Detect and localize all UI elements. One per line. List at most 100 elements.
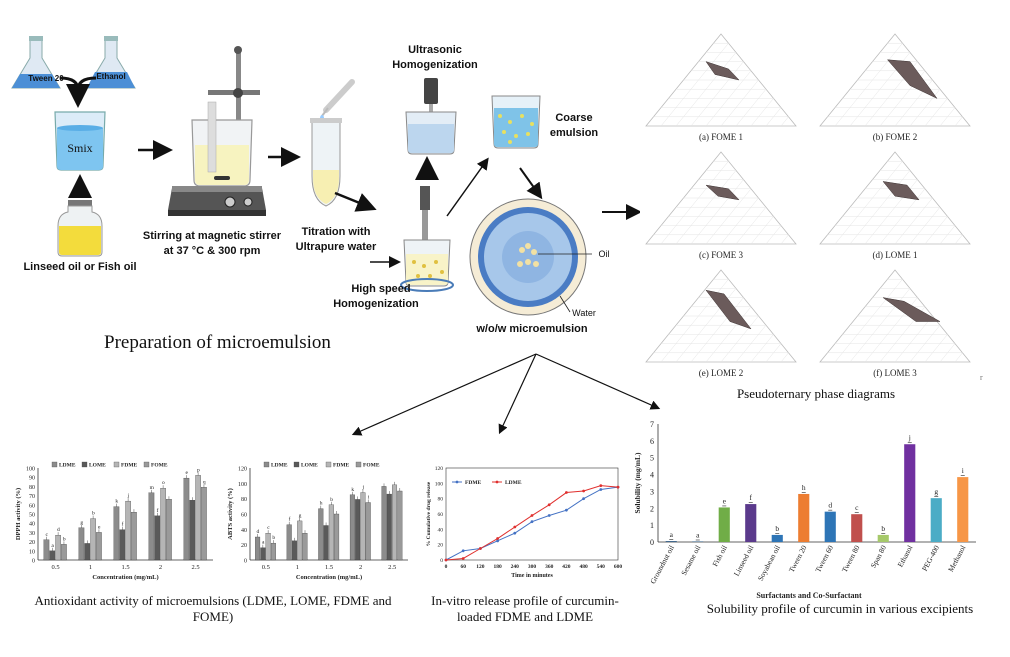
significance-letter: h xyxy=(320,501,323,507)
significance-letter: a xyxy=(670,530,674,539)
bar xyxy=(125,500,131,561)
phase-diagram-5: (e) LOME 2 xyxy=(645,269,797,378)
y-tick-label: 90 xyxy=(29,476,35,482)
significance-letter: e xyxy=(98,524,101,530)
x-axis-title: Surfactants and Co-Surfactant xyxy=(756,591,862,600)
x-tick-label: 180 xyxy=(493,564,502,570)
x-tick-label: 0 xyxy=(445,564,448,570)
significance-letter: f xyxy=(157,507,159,514)
coarse-emulsion-beaker-icon xyxy=(491,95,541,149)
y-tick-label: 5 xyxy=(650,454,654,463)
x-axis-title: Concentration (mg/mL) xyxy=(296,574,362,581)
high-speed-label-2: Homogenization xyxy=(333,298,419,310)
significance-letter: g xyxy=(299,513,302,519)
ultrasonic-label-1: Ultrasonic xyxy=(408,44,462,56)
x-tick-label: Linseed oil xyxy=(732,544,756,578)
legend-label: FOME xyxy=(151,463,168,469)
titration-tube-icon xyxy=(310,79,355,207)
y-tick-label: 4 xyxy=(650,471,654,480)
legend-label: FDME xyxy=(465,480,482,486)
y-tick-label: 2 xyxy=(650,504,654,513)
y-tick-label: 80 xyxy=(29,485,35,491)
phase-diagram-label: (e) LOME 2 xyxy=(699,368,744,378)
x-tick-label: 360 xyxy=(545,564,554,570)
ethanol-flask-icon xyxy=(86,36,136,89)
bar xyxy=(166,499,172,561)
high-speed-label-1: High speed xyxy=(351,283,411,295)
phase-diagram-1: (a) FOME 1 xyxy=(645,33,797,142)
legend-label: FDME xyxy=(333,463,350,469)
legend-marker xyxy=(495,480,499,484)
bar xyxy=(930,498,942,542)
significance-letter: h xyxy=(802,483,806,492)
bar xyxy=(877,534,889,542)
bar xyxy=(745,504,757,542)
significance-letter: a xyxy=(51,543,54,549)
y-tick-label: 0 xyxy=(244,559,247,565)
bar xyxy=(286,524,292,561)
data-point xyxy=(530,520,534,524)
y-tick-label: 50 xyxy=(29,513,35,519)
data-point xyxy=(547,503,551,507)
data-point xyxy=(461,549,465,553)
y-tick-label: 80 xyxy=(241,497,247,503)
ethanol-label: Ethanol xyxy=(96,72,126,81)
bar xyxy=(195,475,201,561)
phase-diagram-6: (f) LOME 3 xyxy=(819,269,971,378)
significance-letter: e xyxy=(186,470,189,476)
bar xyxy=(160,488,166,561)
significance-letter: f xyxy=(750,493,753,502)
bar xyxy=(318,508,324,561)
bar xyxy=(84,543,91,561)
magnetic-stirrer-icon xyxy=(168,46,266,216)
data-point xyxy=(599,488,603,491)
bar xyxy=(201,487,207,561)
significance-letter: a xyxy=(696,530,700,539)
bar xyxy=(360,492,366,561)
bar xyxy=(771,534,783,542)
y-axis-title: DPPH activity (%) xyxy=(15,488,22,540)
x-tick-label: 2 xyxy=(359,564,362,571)
bar xyxy=(90,518,96,561)
significance-letter: c xyxy=(855,503,859,512)
y-axis-title: ABTS activity (%) xyxy=(227,488,234,540)
legend-marker xyxy=(455,480,459,484)
legend-swatch xyxy=(143,461,150,468)
significance-letter: k xyxy=(351,487,354,493)
y-tick-label: 20 xyxy=(29,540,35,546)
significance-letter: e xyxy=(723,496,727,505)
y-tick-label: 20 xyxy=(438,543,444,549)
legend-swatch xyxy=(81,461,88,468)
coarse-label-2: emulsion xyxy=(549,127,599,139)
bar xyxy=(665,541,677,542)
x-tick-label: 1.5 xyxy=(121,564,129,571)
x-tick-label: 60 xyxy=(460,564,466,570)
phase-diagram-label: (f) LOME 3 xyxy=(873,368,917,378)
phase-diagram-label: (c) FOME 3 xyxy=(699,250,743,260)
y-tick-label: 40 xyxy=(241,528,247,534)
bar xyxy=(386,493,392,561)
significance-letter: i xyxy=(368,495,370,501)
data-point xyxy=(479,547,482,550)
x-tick-label: PEG-400 xyxy=(920,543,941,572)
stirring-label-2: at 37 °C & 300 rpm xyxy=(163,245,261,257)
release-caption: In-vitro release profile of curcumin-loa… xyxy=(431,593,619,624)
x-tick-label: 420 xyxy=(562,564,571,570)
x-tick-label: Groundnut oil xyxy=(648,544,676,586)
significance-letter: f xyxy=(122,521,124,528)
y-tick-label: 7 xyxy=(650,420,654,429)
legend-label: FOME xyxy=(363,463,380,469)
y-tick-label: 40 xyxy=(29,522,35,528)
data-point xyxy=(444,558,448,562)
bar xyxy=(265,533,271,561)
significance-letter: q xyxy=(203,479,206,485)
plot-frame xyxy=(445,467,619,561)
wow-label: w/o/w microemulsion xyxy=(476,323,588,335)
bar xyxy=(904,444,916,542)
bar xyxy=(692,541,704,542)
data-point xyxy=(582,497,585,501)
bar xyxy=(131,512,137,561)
bar xyxy=(291,540,297,561)
bar xyxy=(61,544,67,561)
significance-letter: d xyxy=(257,529,260,535)
